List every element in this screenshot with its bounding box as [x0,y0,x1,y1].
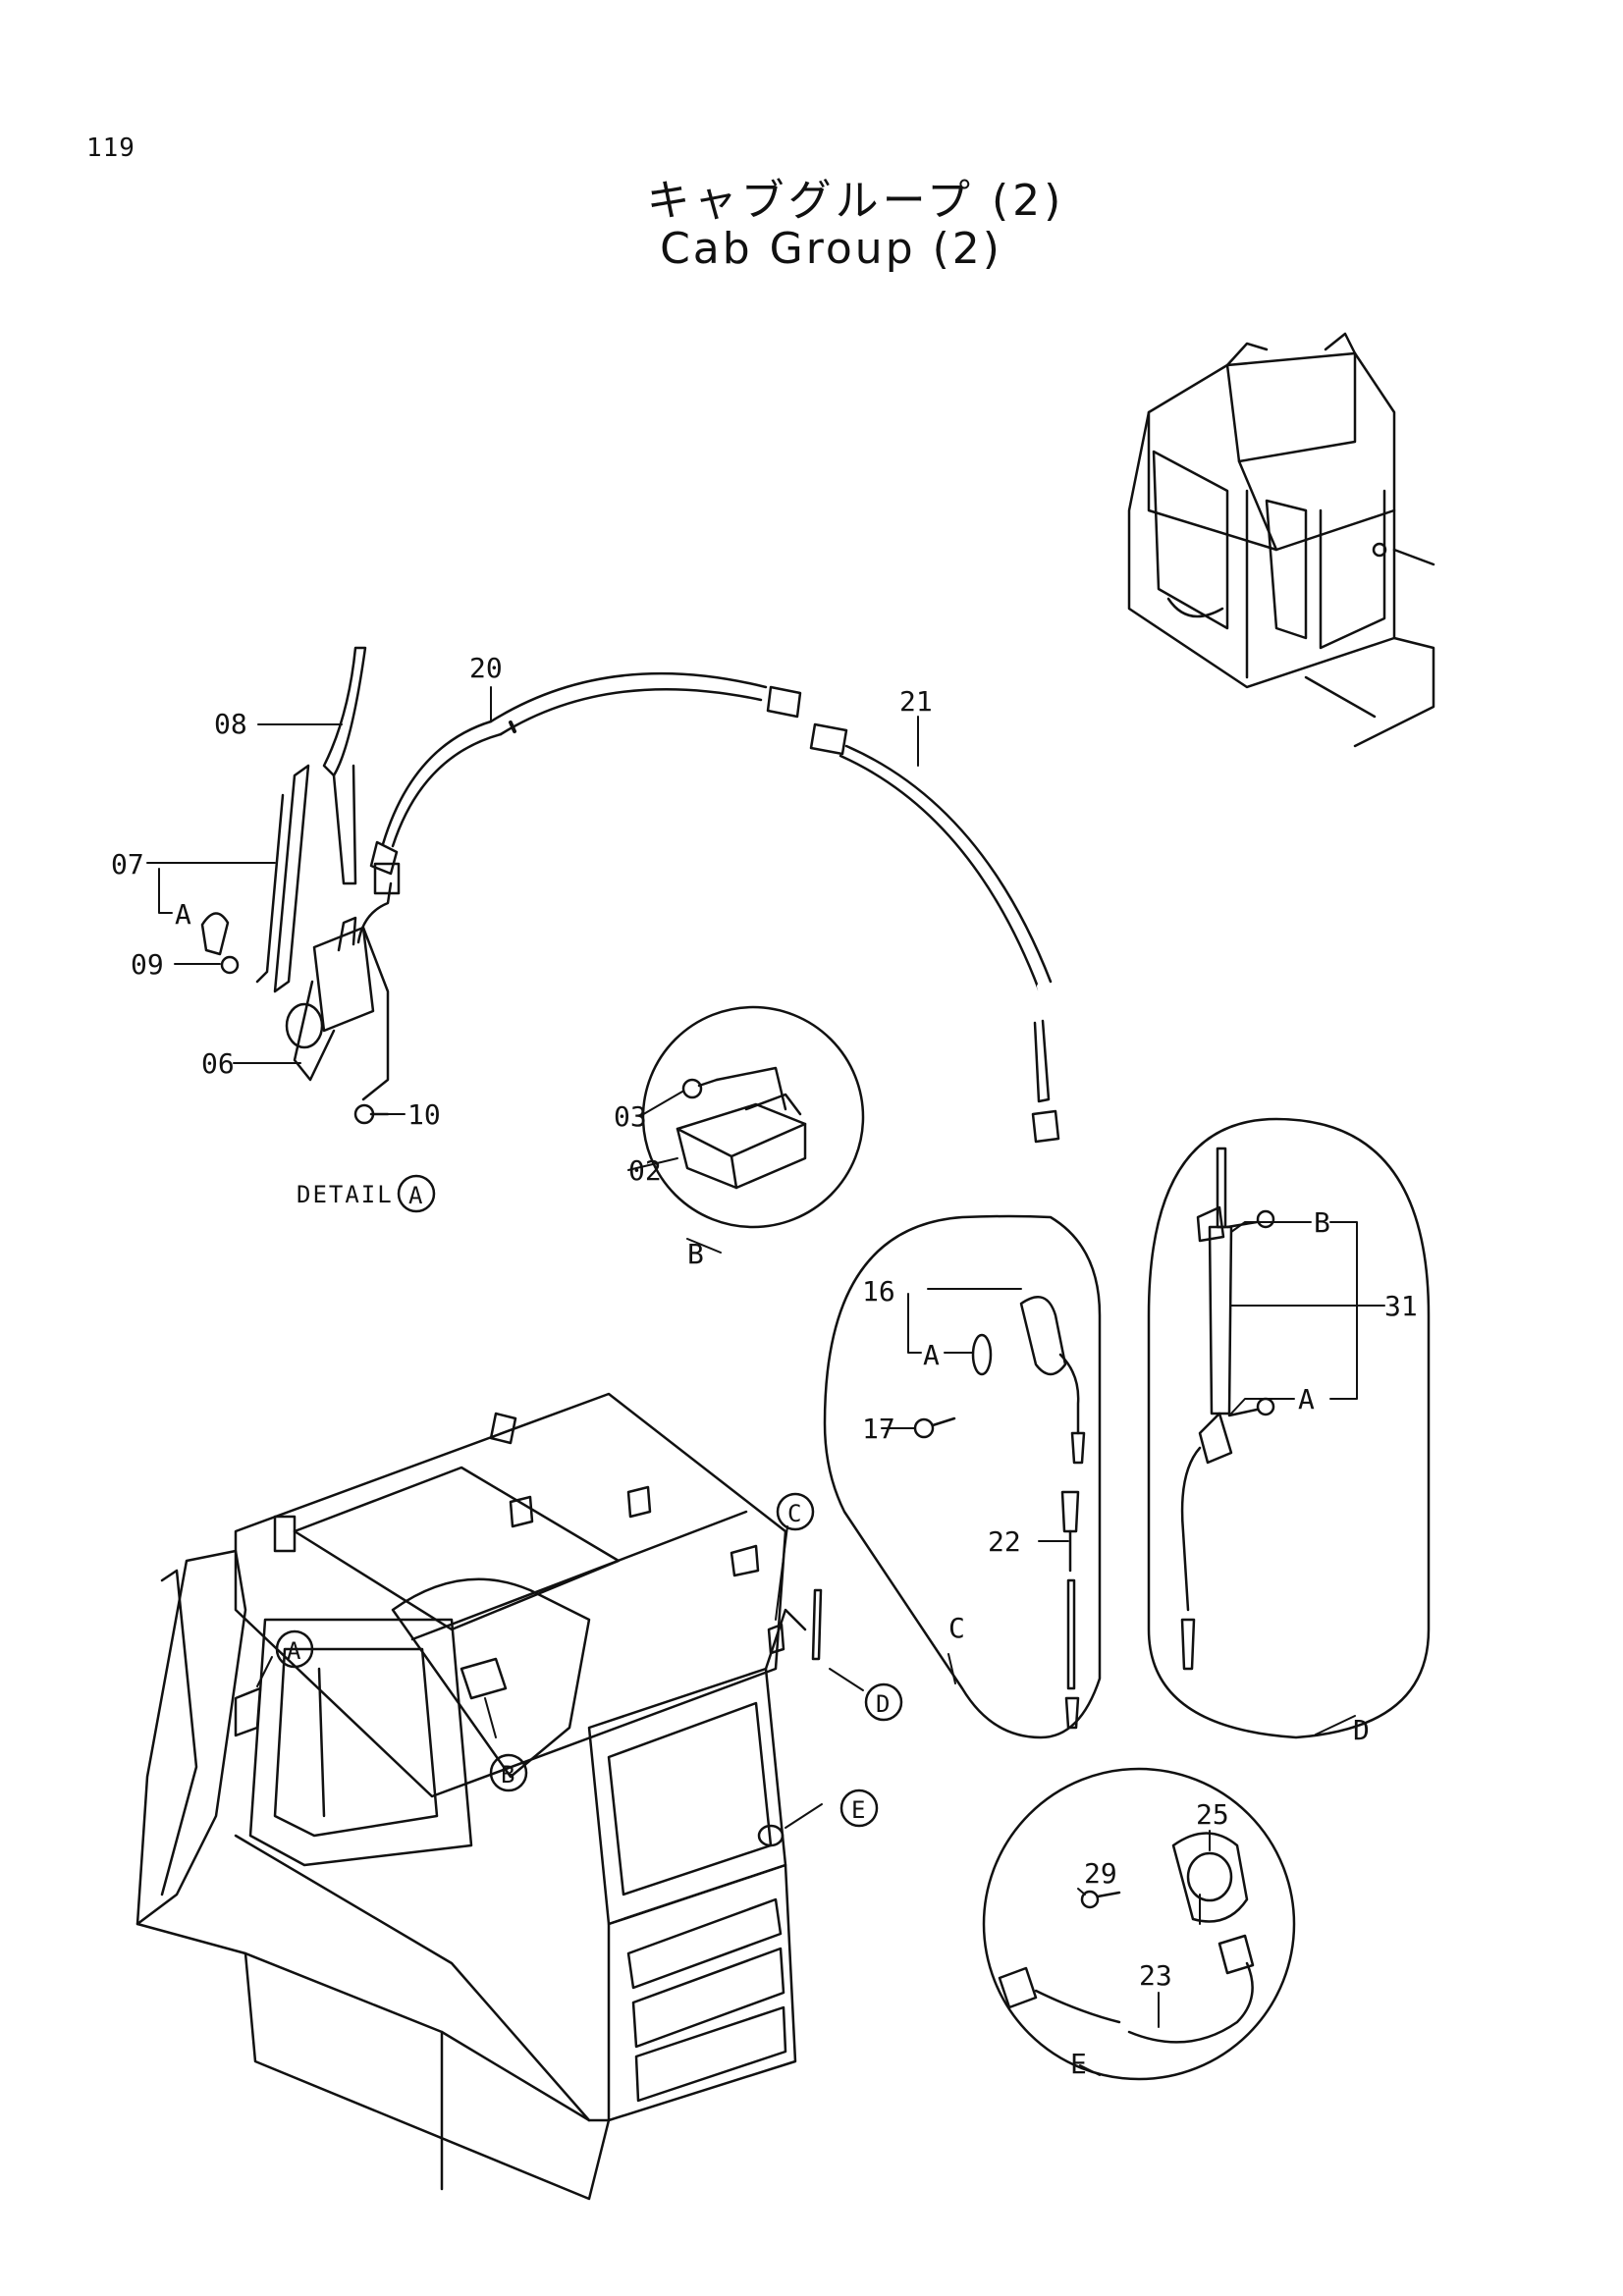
label-07-a: A [175,898,191,931]
label-d-area: D [1353,1714,1370,1746]
label-25: 25 [1196,1798,1229,1831]
callout-bubbles [275,1174,903,1828]
label-03: 03 [614,1100,647,1133]
title-english: Cab Group (2) [660,224,1002,274]
label-29: 29 [1084,1857,1117,1890]
part-number-labels: 08 07 A 09 06 10 20 21 03 02 B 16 A 17 2… [111,652,1418,2080]
bubble-c: C [787,1500,801,1527]
detail-c-circle [823,1214,1102,1739]
label-b-circle: B [687,1238,704,1270]
main-cab-illustration [135,1392,823,2201]
label-10: 10 [407,1098,441,1131]
label-16-a: A [923,1339,940,1371]
page-number: 119 [86,133,135,163]
bubble-b: B [501,1761,514,1789]
label-02: 02 [628,1154,662,1187]
label-c-area: C [948,1612,965,1644]
detail-e-circle [982,1767,1296,2081]
overview-cab-illustration [1127,332,1435,748]
label-08: 08 [214,708,247,740]
bubble-e: E [851,1796,865,1824]
bubble-d: D [876,1690,890,1718]
label-31-a: A [1298,1383,1315,1415]
label-31: 31 [1384,1290,1418,1322]
detail-b-circle [641,1005,865,1229]
detail-d-capsule [1147,1117,1431,1739]
label-20: 20 [469,652,503,684]
label-06: 06 [201,1047,235,1080]
detail-caption: DETAIL [297,1181,394,1208]
label-e-area: E [1070,2048,1087,2080]
bubble-a: A [287,1637,301,1665]
label-07: 07 [111,848,144,881]
label-17: 17 [862,1413,895,1445]
wire-harness-illustration [369,671,1060,1144]
label-23: 23 [1139,1959,1172,1992]
label-16: 16 [862,1275,895,1308]
title-japanese: キャブグループ (2) [646,176,1065,226]
label-21: 21 [899,685,933,718]
leader-lines [146,686,1385,2076]
detail-caption-ref: A [408,1182,423,1209]
label-31-b: B [1314,1206,1330,1239]
label-09: 09 [131,948,164,981]
label-22: 22 [988,1525,1021,1558]
